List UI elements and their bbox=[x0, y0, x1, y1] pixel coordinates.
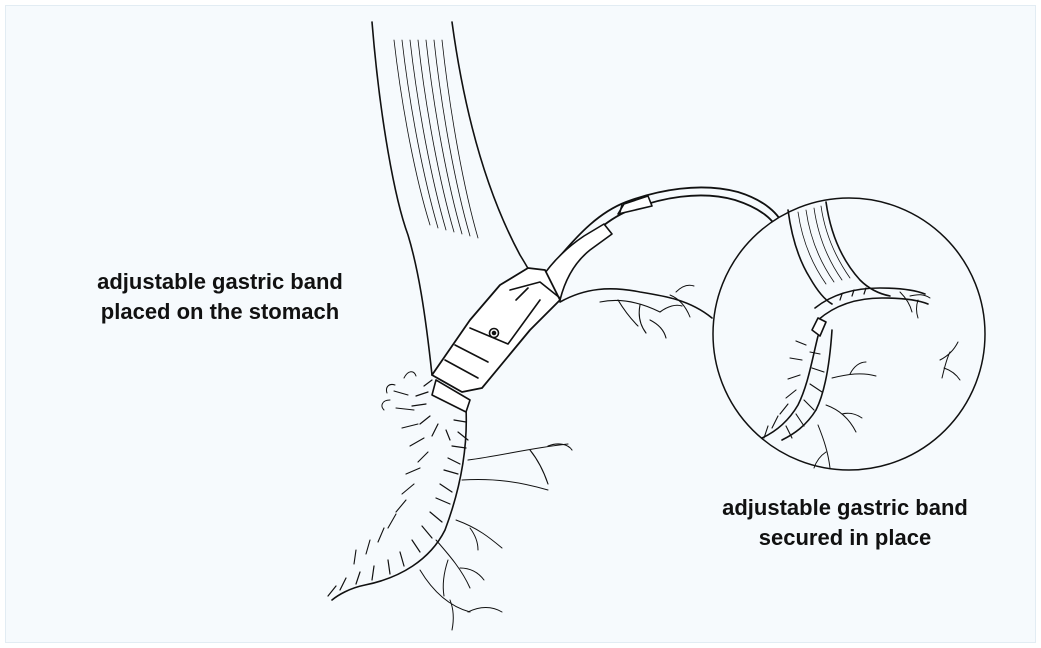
label-band-secured: adjustable gastric band secured in place bbox=[660, 493, 1030, 553]
label-band-on-stomach: adjustable gastric band placed on the st… bbox=[40, 267, 400, 327]
label-band-on-stomach-line2: placed on the stomach bbox=[40, 297, 400, 327]
label-band-on-stomach-line1: adjustable gastric band bbox=[40, 267, 400, 297]
label-band-secured-line2: secured in place bbox=[660, 523, 1030, 553]
inset-detail-view bbox=[713, 198, 985, 470]
label-band-secured-line1: adjustable gastric band bbox=[660, 493, 1030, 523]
